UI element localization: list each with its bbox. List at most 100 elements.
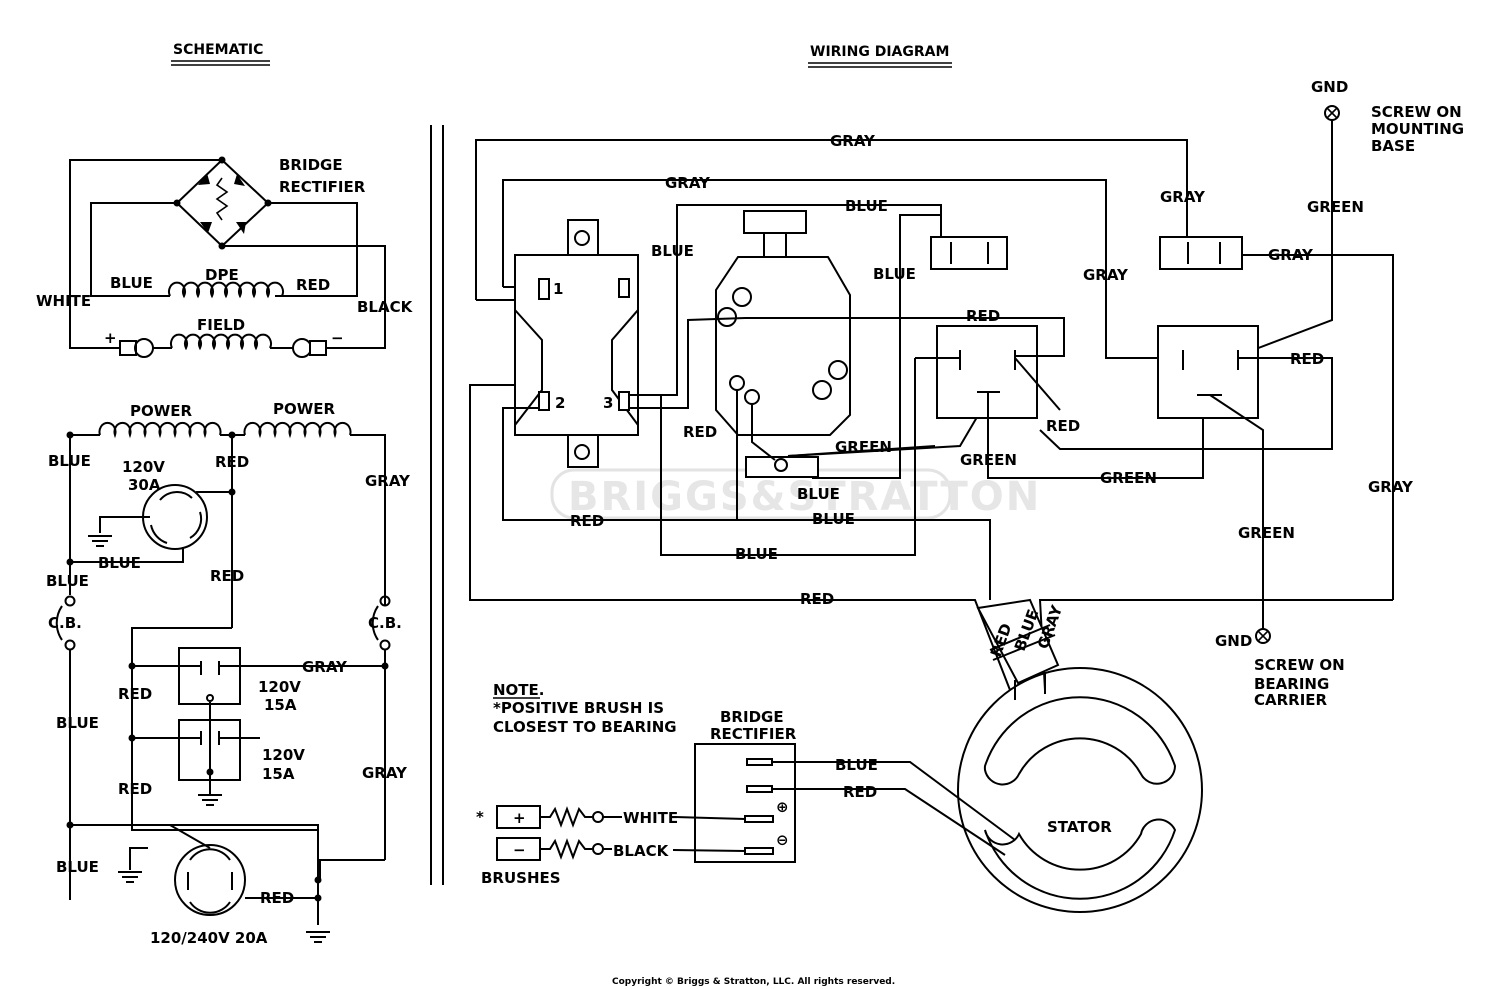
white-wire [69, 159, 222, 349]
gray-top-wire [475, 139, 1188, 300]
green-gov-wire [751, 404, 776, 461]
wiring-asterisk: * [476, 808, 484, 826]
wiring-screw-bearing-3: CARRIER [1254, 691, 1328, 709]
wiring-diagram-title: WIRING DIAGRAM [810, 44, 949, 60]
wiring-gnd-top: GND [1311, 78, 1348, 96]
blue-bottom2-wire [736, 390, 991, 600]
wiring-neg-sym: ⊖ [776, 831, 789, 849]
ground-240-wire [129, 847, 148, 870]
field-coil [170, 333, 272, 351]
schematic-120v-15a-1-line2: 15A [264, 696, 297, 714]
gray-main-wire [350, 434, 386, 605]
wiring-green-top: GREEN [1307, 198, 1364, 216]
schematic-blue-6: BLUE [56, 858, 99, 876]
blue-mid-wire [812, 214, 941, 479]
schematic-blue-5: BLUE [56, 714, 99, 732]
diode-2 [234, 174, 245, 186]
red-branch-wire [131, 627, 319, 925]
schematic-section: BRIDGE RECTIFIER BLUE DPE RED WHITE BLAC… [36, 156, 414, 947]
wiring-bridge-label-2: RECTIFIER [710, 725, 797, 743]
schematic-bridge-rectifier [173, 156, 272, 250]
schematic-120v-15a-2-line2: 15A [262, 765, 295, 783]
wiring-red-recept-right: RED [1290, 350, 1324, 368]
wiring-note-line1: *POSITIVE BRUSH IS [493, 699, 664, 717]
br-blue-wire [772, 761, 1016, 841]
wiring-gray-right2: GRAY [1160, 188, 1206, 206]
schematic-120v-15a-2-line1: 120V [262, 746, 305, 764]
blue-30a-wire [70, 547, 184, 563]
wiring-blue-bottom2: BLUE [812, 510, 855, 528]
schematic-120v-15a-1-line1: 120V [258, 678, 301, 696]
schematic-240v-label: 120/240V 20A [150, 929, 268, 947]
gray-240-wire [319, 859, 385, 880]
schematic-gray-2: GRAY [302, 658, 348, 676]
field-slipring-left [134, 338, 154, 358]
power-coil-1 [98, 421, 222, 439]
schematic-red-3: RED [210, 567, 244, 585]
wiring-brushes: BRUSHES [481, 869, 561, 887]
wiring-br-blue: BLUE [835, 756, 878, 774]
red-dpe-wire [268, 202, 358, 297]
red-bottom1-wire [502, 407, 737, 521]
schematic-bridge-label-2: RECTIFIER [279, 178, 366, 196]
wiring-black: BLACK [613, 842, 670, 860]
gray-right-wire [1242, 254, 1394, 600]
wiring-blue-left: BLUE [651, 242, 694, 260]
wiring-green-3: GREEN [1100, 469, 1157, 487]
schematic-red-5: RED [118, 780, 152, 798]
schematic-red-1: RED [296, 276, 330, 294]
schematic-dpe: DPE [205, 266, 239, 284]
wiring-blue-mid: BLUE [873, 265, 916, 283]
wiring-br-red: RED [843, 783, 877, 801]
schematic-30a: 30A [128, 476, 161, 494]
wiring-screw-mount-2: MOUNTING [1371, 120, 1464, 138]
stator-cable-bundle [976, 598, 1060, 685]
wiring-term-2: 2 [555, 394, 565, 412]
wiring-gnd-bottom: GND [1215, 632, 1252, 650]
wiring-screw-bearing-1: SCREW ON [1254, 656, 1345, 674]
rectifier-resistor [215, 177, 229, 221]
power-coil-2 [243, 421, 352, 439]
main-switch [514, 219, 639, 468]
schematic-cb-left-label: C.B. [48, 614, 82, 632]
ground-30a-wire [99, 516, 150, 533]
receptacle-top-gray [1159, 236, 1243, 270]
green-top-wire [1239, 120, 1333, 356]
schematic-cb-right [371, 595, 391, 651]
wiring-section: GRAY GRAY GRAY 1 2 3 BLUE BLUE BLUE [469, 78, 1464, 913]
wiring-red-recept-mid: RED [1046, 417, 1080, 435]
wiring-bridge-rectifier-box [694, 743, 796, 863]
wiring-screw-mount-3: BASE [1371, 137, 1415, 155]
wiring-brush-minus: − [513, 841, 526, 859]
wiring-bridge-label-1: BRIDGE [720, 708, 784, 726]
wiring-blue-top: BLUE [845, 197, 888, 215]
red-mid-top-wire [940, 317, 1065, 357]
schematic-gray-3: GRAY [362, 764, 408, 782]
diode-3 [200, 222, 212, 233]
schematic-cb-right-label: C.B. [368, 614, 402, 632]
schematic-blue-3: BLUE [98, 554, 141, 572]
field-brush-minus [309, 340, 327, 356]
br-red-wire [772, 788, 1006, 856]
diode-1 [198, 173, 210, 185]
wiring-green-2: GREEN [960, 451, 1017, 469]
black-wire [222, 245, 386, 349]
blue-bottom3-wire [629, 358, 916, 556]
red-recept-mid-wire [1014, 357, 1061, 411]
dpe-coil [168, 281, 284, 299]
wiring-gray-far-right: GRAY [1368, 478, 1414, 496]
wiring-gray-second: GRAY [665, 174, 711, 192]
wiring-screw-bearing-2: BEARING [1254, 675, 1329, 693]
wiring-blue-bottom1: BLUE [797, 485, 840, 503]
wiring-term-1: 1 [553, 280, 563, 298]
wiring-pos-sym: ⊕ [776, 798, 789, 816]
field-slipring-right [292, 338, 312, 358]
schematic-blue-1: BLUE [110, 274, 153, 292]
schematic-field: FIELD [197, 316, 245, 334]
copyright-text: Copyright © Briggs & Stratton, LLC. All … [612, 977, 895, 987]
wiring-screw-mount-1: SCREW ON [1371, 103, 1462, 121]
schematic-cb-left [55, 595, 76, 651]
idle-control-module [715, 210, 851, 478]
schematic-title: SCHEMATIC [173, 42, 263, 58]
